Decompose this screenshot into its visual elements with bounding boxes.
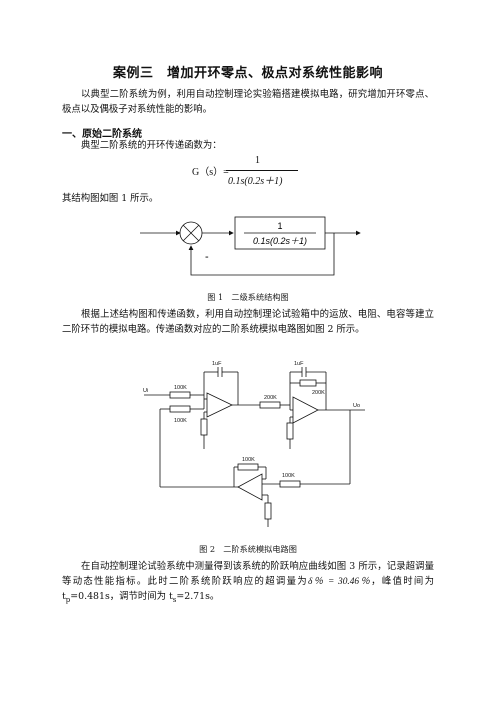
block-denominator: 0.1s(0.2s＋1)	[253, 236, 307, 246]
block-numerator: 1	[277, 221, 282, 231]
ts-value: =2.71s。	[176, 590, 220, 602]
ts-subscript: s	[172, 595, 177, 604]
label-cap2: 1uF	[294, 361, 304, 367]
formula-lhs: G（s）=	[192, 167, 229, 178]
overshoot-value: δ％ = 30.46％	[307, 576, 372, 587]
label-ui: Ui	[143, 388, 148, 394]
structure-intro: 其结构图如图 1 所示。	[62, 193, 159, 204]
label-r-mid: 200K	[264, 395, 277, 401]
formula-numerator: 1	[255, 155, 260, 166]
figure-2-caption: 图 2 二阶系统模拟电路图	[199, 544, 297, 554]
resistor-r-in2	[169, 405, 191, 413]
results-text-b: ，峰值时间为 t	[62, 575, 434, 602]
label-r-inv-in: 100K	[282, 473, 295, 479]
circuit-paragraph: 根据上述结构图和传递函数，利用自动控制理论试验箱中的运放、电阻、电容等建立二阶环…	[62, 309, 434, 335]
block-diagram-figure-1: 1 0.1s(0.2s＋1) -	[140, 216, 361, 276]
formula-denominator: 0.1s(0.2s＋1)	[228, 176, 283, 187]
page-title: 案例三 增加开环零点、极点对系统性能影响	[112, 66, 383, 81]
label-cap1: 1uF	[212, 361, 222, 367]
ground-resistor-1	[200, 418, 208, 436]
resistor-r-inv-in	[279, 480, 301, 488]
results-paragraph: 在自动控制理论试验系统中测量得到该系统的阶跃响应曲线如图 3 所示，记录超调量等…	[62, 560, 434, 607]
minus-sign: -	[205, 251, 209, 263]
label-r-in1: 100K	[174, 385, 187, 391]
summing-junction	[179, 221, 203, 245]
label-uo: Uo	[353, 403, 360, 409]
op-amp-3-inverter	[237, 473, 263, 501]
label-r-in2: 100K	[174, 418, 187, 424]
ground-resistor-2	[286, 422, 294, 440]
label-r-fb2: 200K	[312, 390, 325, 396]
op-amp-2	[292, 396, 319, 424]
label-r-inv-fb: 100K	[242, 457, 255, 463]
circuit-diagram-figure-2: 1uF 1uF 100K 100K 200K 200K 100K 100K Ui…	[143, 361, 365, 527]
tp-subscript: p	[65, 595, 71, 604]
section-heading-original-system: 一、原始二阶系统	[62, 129, 142, 140]
transfer-function-intro: 典型二阶系统的开环传递函数为：	[81, 140, 222, 151]
feedback-path	[188, 233, 335, 276]
intro-paragraph: 以典型二阶系统为例，利用自动控制理论实验箱搭建模拟电路，研究增加开环零点、极点以…	[62, 89, 434, 115]
fraction-bar	[226, 170, 298, 171]
op-amp-1	[206, 392, 233, 418]
figure-1-caption: 图 1 二级系统结构图	[207, 292, 289, 302]
resistor-r-in1	[169, 391, 191, 399]
resistor-r-mid	[259, 401, 281, 409]
resistor-r-fb2	[299, 379, 317, 387]
ground-resistor-3	[264, 502, 272, 520]
tp-value: =0.481s，调节时间为 t	[70, 590, 173, 602]
resistor-r-inv-fb	[237, 463, 259, 471]
results-text-a: 在自动控制理论试验系统中测量得到该系统的阶跃响应曲线如图 3 所示，记录超调量等…	[62, 561, 434, 587]
